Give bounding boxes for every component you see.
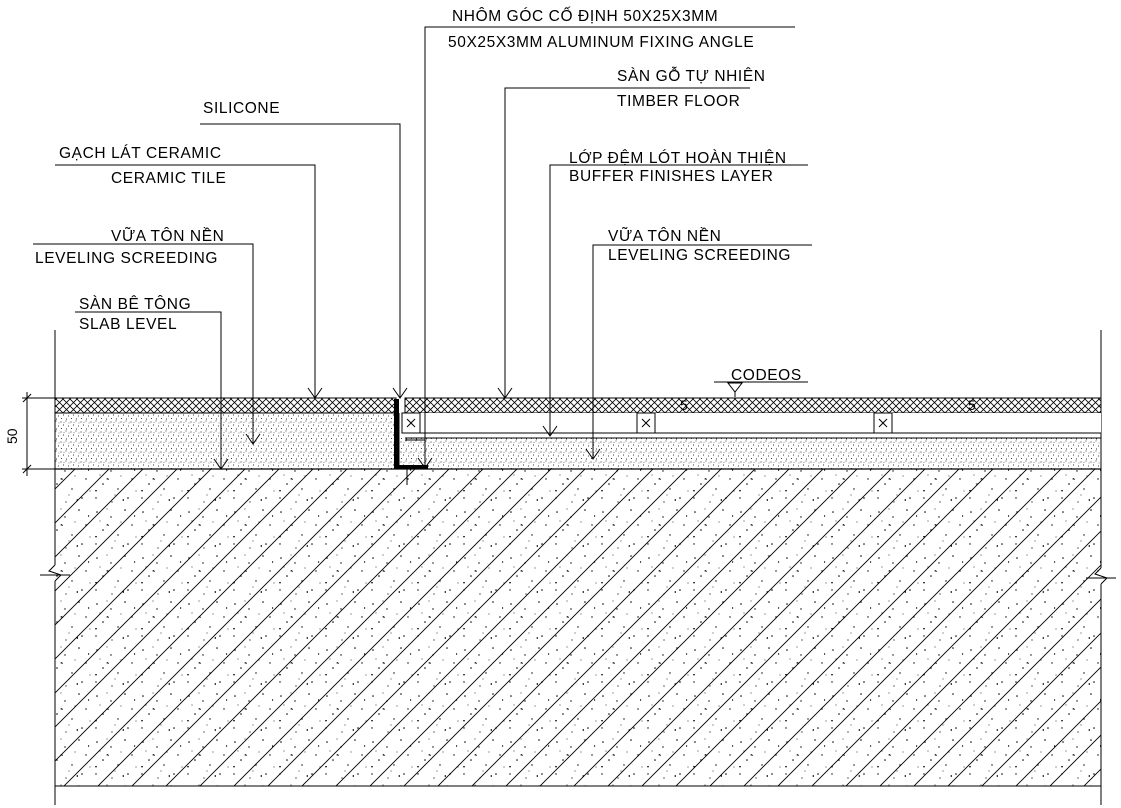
svg-text:5: 5 [968,397,976,413]
dimension-label: 50 [4,428,20,444]
level-marker: CODEOS [714,367,808,397]
ceramic-tile-layer [54,397,397,414]
silicone-label: SILICONE [203,100,280,117]
timber-floor-layer: 5 5 [404,397,1102,414]
slab-label-vi: SÀN BÊ TÔNG [79,296,191,313]
svg-text:5: 5 [680,397,688,413]
concrete-slab [55,468,1101,787]
timber-label-en: TIMBER FLOOR [617,93,740,110]
buffer-label-vi: LỚP ĐỆM LÓT HOÀN THIỆN [569,150,787,167]
aluminum-angle [394,399,428,485]
tile-label-en: CERAMIC TILE [111,170,226,187]
buffer-layer [401,412,1101,439]
screed-right-label-vi: VỮA TÔN NỀN [608,228,721,245]
level-mark-label: CODEOS [731,367,802,384]
angle-label-en: 50X25X3MM ALUMINUM FIXING ANGLE [448,34,754,51]
dimension-50: 50 [4,392,55,476]
screed-right-label-en: LEVELING SCREEDING [608,247,791,264]
leader-lines [33,26,812,470]
right-screed-layer [396,438,1101,469]
batten [401,412,421,434]
left-screed-layer [55,412,396,469]
tile-label-vi: GẠCH LÁT CERAMIC [59,145,222,162]
screed-left-label-vi: VỮA TÔN NỀN [111,228,224,245]
batten [636,412,656,434]
timber-label-vi: SÀN GỖ TỰ NHIÊN [617,67,766,85]
labels: NHÔM GÓC CỐ ĐỊNH 50X25X3MM 50X25X3MM ALU… [35,7,791,333]
batten [873,412,893,434]
angle-label-vi: NHÔM GÓC CỐ ĐỊNH 50X25X3MM [452,7,718,25]
buffer-label-en: BUFFER FINISHES LAYER [569,168,773,185]
screed-left-label-en: LEVELING SCREEDING [35,250,218,267]
slab-label-en: SLAB LEVEL [79,316,177,333]
